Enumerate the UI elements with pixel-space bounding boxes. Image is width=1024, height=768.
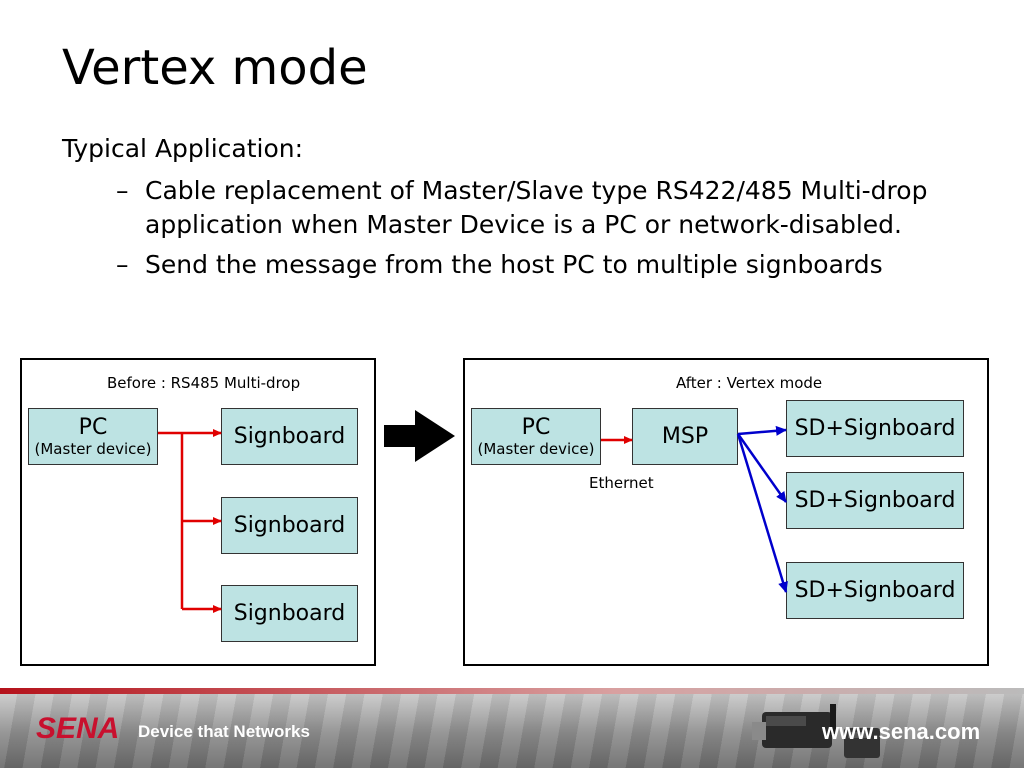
before-label-bold: Before xyxy=(107,374,157,392)
footer-accent-band xyxy=(0,688,1024,694)
before-signboard-2: Signboard xyxy=(221,497,358,554)
before-pc-label: PC xyxy=(78,414,108,440)
before-signboard-3: Signboard xyxy=(221,585,358,642)
msp-label: MSP xyxy=(661,423,709,449)
before-label: Before : RS485 Multi-drop xyxy=(107,374,300,392)
brand-logo: SENA xyxy=(36,712,120,745)
after-pc-box: PC (Master device) xyxy=(471,408,601,465)
after-pc-label: PC xyxy=(521,414,551,440)
after-label-rest: : Vertex mode xyxy=(712,374,823,392)
after-pc-sublabel: (Master device) xyxy=(477,439,595,458)
sd-signboard-2: SD+Signboard xyxy=(786,472,964,529)
device-icon xyxy=(752,704,880,758)
slide-subtitle: Typical Application: xyxy=(62,134,304,163)
bullet-dash: – xyxy=(116,250,129,279)
bullet-text: Send the message from the host PC to mul… xyxy=(145,250,883,279)
msp-box: MSP xyxy=(632,408,738,465)
website-url: www.sena.com xyxy=(822,719,981,744)
before-pc-sublabel: (Master device) xyxy=(34,439,152,458)
before-label-rest: : RS485 Multi-drop xyxy=(156,374,301,392)
bullet-text: Cable replacement of Master/Slave type R… xyxy=(145,176,928,239)
bullet-list: –Cable replacement of Master/Slave type … xyxy=(116,174,936,288)
after-label: After : Vertex mode xyxy=(676,374,822,392)
sd-signboard-1: SD+Signboard xyxy=(786,400,964,457)
slide-title: Vertex mode xyxy=(62,40,368,96)
bullet-item: –Send the message from the host PC to mu… xyxy=(116,248,936,282)
ethernet-label: Ethernet xyxy=(589,474,654,492)
bullet-dash: – xyxy=(116,176,129,205)
before-signboard-1: Signboard xyxy=(221,408,358,465)
brand-tagline: Device that Networks xyxy=(138,722,310,741)
right-arrow-icon xyxy=(384,410,455,462)
bullet-item: –Cable replacement of Master/Slave type … xyxy=(116,174,936,242)
after-label-bold: After xyxy=(676,374,713,392)
before-pc-box: PC (Master device) xyxy=(28,408,158,465)
sd-signboard-3: SD+Signboard xyxy=(786,562,964,619)
